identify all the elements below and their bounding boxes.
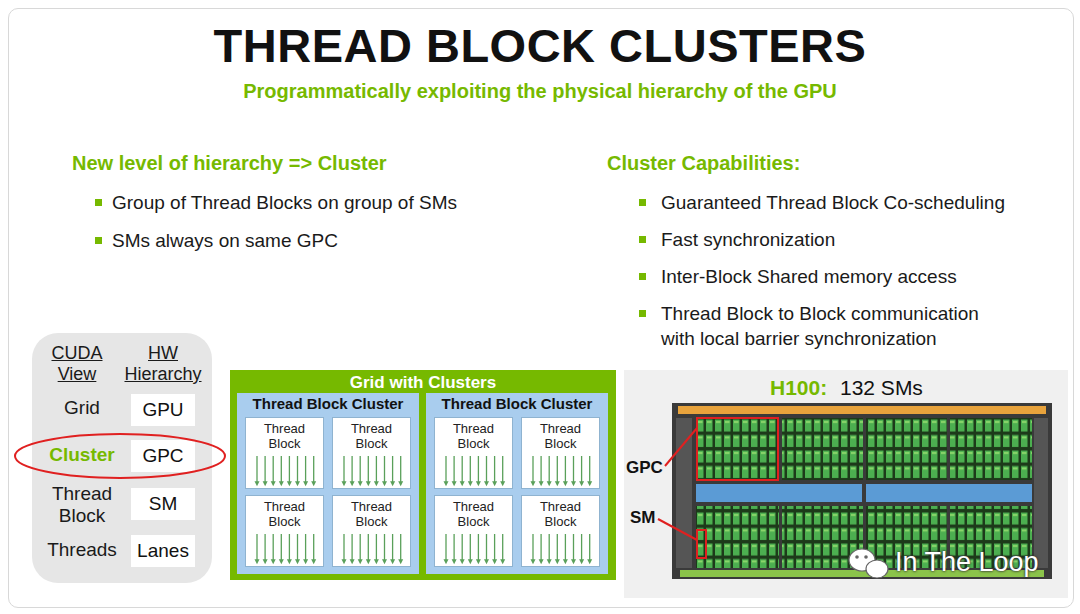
- thread-block-box: Thread Block: [434, 417, 513, 489]
- node-text: SM: [149, 493, 178, 515]
- node-text: GPC: [142, 445, 183, 467]
- thread-arrows: [246, 534, 325, 566]
- hw-level-box: GPU: [131, 394, 195, 426]
- node-text: Grid with Clusters: [350, 373, 496, 393]
- node-text: Lanes: [137, 540, 189, 562]
- node-text: Thread Block: [444, 422, 504, 452]
- watermark: In The Loop: [895, 547, 1055, 578]
- node-text: GPU: [142, 399, 183, 421]
- node-text: Thread Block: [342, 422, 402, 452]
- callout-label: SM: [630, 508, 660, 528]
- section-heading: New level of hierarchy => Cluster: [72, 152, 492, 175]
- node-text: Threads: [34, 539, 130, 561]
- node-text: Thread Block: [255, 422, 315, 452]
- node-text: Thread Block Cluster: [253, 395, 404, 412]
- thread-arrows: [333, 534, 412, 566]
- node-text: Thread Block: [342, 500, 402, 530]
- node-text: Thread Block: [444, 500, 504, 530]
- bullet-text: Inter-Block Shared memory access: [661, 265, 1061, 290]
- node-text: Thread Block: [36, 483, 128, 527]
- node-text: Grid: [38, 397, 126, 419]
- cluster-box: Thread Block ClusterThread BlockThread B…: [426, 393, 608, 574]
- slide-title: THREAD BLOCK CLUSTERS: [0, 18, 1080, 73]
- node-text: Thread Block Cluster: [442, 395, 593, 412]
- node-text: Cluster: [38, 444, 126, 466]
- thread-arrows: [333, 456, 412, 488]
- hierarchy-table: CUDA ViewHW HierarchyGridClusterThread B…: [32, 333, 212, 583]
- thread-block-box: Thread Block: [434, 495, 513, 567]
- thread-arrows: [435, 456, 514, 488]
- bullet-text: Fast synchronization: [661, 228, 1061, 253]
- bullet-text: Group of Thread Blocks on group of SMs: [112, 191, 552, 216]
- node-text: HW Hierarchy: [114, 343, 212, 384]
- node-text: H100:: [770, 376, 840, 400]
- bullet-text: SMs always on same GPC: [112, 229, 552, 254]
- thread-block-box: Thread Block: [332, 495, 411, 567]
- section-heading: Cluster Capabilities:: [607, 152, 1027, 175]
- thread-arrows: [435, 534, 514, 566]
- hw-level-box: Lanes: [131, 535, 195, 567]
- node-text: CUDA View: [42, 343, 112, 384]
- bullet-text: Guaranteed Thread Block Co-scheduling: [661, 191, 1061, 216]
- thread-block-box: Thread Block: [521, 495, 600, 567]
- thread-block-box: Thread Block: [245, 495, 324, 567]
- callout-label: GPC: [626, 458, 666, 478]
- hw-level-box: SM: [131, 488, 195, 520]
- thread-block-box: Thread Block: [332, 417, 411, 489]
- thread-block-box: Thread Block: [521, 417, 600, 489]
- subtitle: Programmatically exploiting the physical…: [0, 80, 1080, 103]
- thread-arrows: [246, 456, 325, 488]
- thread-arrows: [522, 456, 601, 488]
- thread-arrows: [522, 534, 601, 566]
- hw-level-box: GPC: [131, 440, 195, 472]
- bullet-text: Thread Block to Block communication with…: [661, 302, 1006, 351]
- node-text: Thread Block: [531, 500, 591, 530]
- grid-box: Grid with ClustersThread Block ClusterTh…: [230, 370, 616, 580]
- cluster-box: Thread Block ClusterThread BlockThread B…: [237, 393, 419, 574]
- thread-block-box: Thread Block: [245, 417, 324, 489]
- node-text: Thread Block: [255, 500, 315, 530]
- node-text: 132 SMs: [840, 376, 950, 400]
- node-text: Thread Block: [531, 422, 591, 452]
